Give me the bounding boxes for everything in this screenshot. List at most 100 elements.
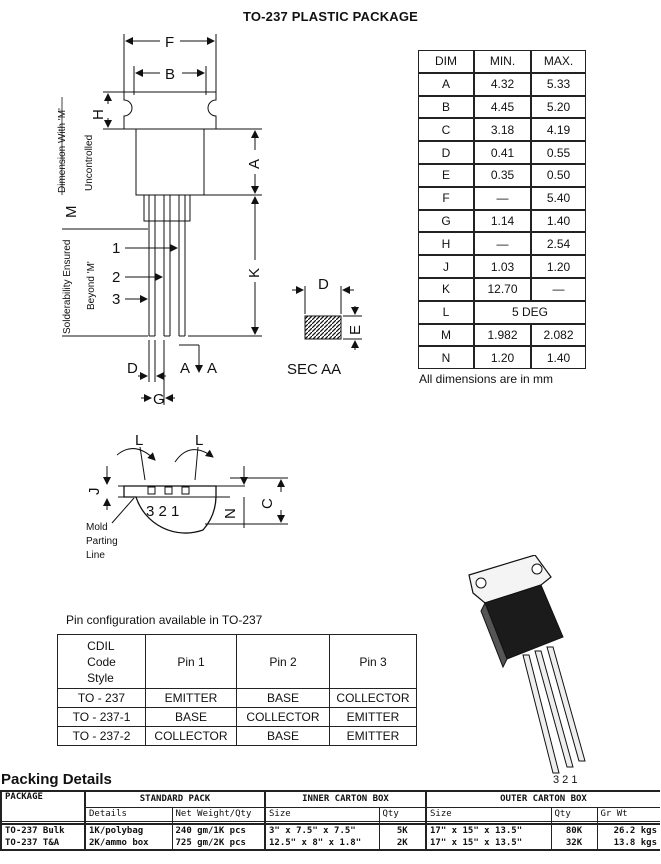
dimension-cell: 5.40 xyxy=(531,186,586,210)
label-g: G xyxy=(153,391,165,408)
dimension-cell: M xyxy=(418,323,474,347)
label-sec-aa: SEC AA xyxy=(287,361,341,378)
dimension-cell: N xyxy=(418,346,474,370)
dimension-cell: J xyxy=(418,255,474,278)
header-standard-pack: STANDARD PACK xyxy=(84,790,265,808)
dimension-cell: 0.41 xyxy=(474,141,531,164)
subheader-inner-qty: Qty xyxy=(378,807,426,822)
label-b: B xyxy=(165,66,175,83)
dimension-header-cell: MIN. xyxy=(474,50,531,73)
label-bottom-pins: 3 2 1 xyxy=(146,503,179,520)
dimension-cell: A xyxy=(418,72,474,96)
table-row: TO-237 Bulk 1K/polybag 240 gm/1K pcs 3" … xyxy=(0,824,660,837)
label-a: A xyxy=(246,159,263,169)
label-pin3: 3 xyxy=(112,291,120,308)
dimension-cell: 1.40 xyxy=(531,346,586,370)
subheader-details: Details xyxy=(84,807,172,822)
header-package: PACKAGE xyxy=(0,790,85,822)
table-row: TO - 237 EMITTER BASE COLLECTOR xyxy=(57,688,417,708)
dimension-cell: 4.45 xyxy=(474,95,531,119)
table-row: TO - 237-2 COLLECTOR BASE EMITTER xyxy=(57,726,417,746)
pin-header-code-style: CDIL Code Style xyxy=(57,634,146,689)
dimension-cell: D xyxy=(418,141,474,164)
dimension-cell: 2.54 xyxy=(531,232,586,256)
subheader-gr-wt: Gr Wt xyxy=(596,807,660,822)
note-beyond-m: Beyond 'M' xyxy=(86,261,97,310)
dimension-cell: — xyxy=(474,186,531,210)
table-row: TO - 237-1 BASE COLLECTOR EMITTER xyxy=(57,707,417,727)
dimension-cell: 4.19 xyxy=(531,118,586,142)
package-photo-illustration: 3 2 1 xyxy=(468,555,586,785)
note-solderability: Solderability Ensured xyxy=(62,240,73,335)
dimension-cell: H xyxy=(418,232,474,256)
dimension-cell: F xyxy=(418,186,474,210)
subheader-net-weight: Net Weight/Qty xyxy=(171,807,265,822)
dimension-cell: 4.32 xyxy=(474,72,531,96)
dimension-cell: 5.33 xyxy=(531,72,586,96)
note-line: Line xyxy=(86,550,105,561)
dimension-cell: B xyxy=(418,95,474,119)
subheader-inner-size: Size xyxy=(264,807,379,822)
dimension-cell: 1.20 xyxy=(474,346,531,370)
label-e: E xyxy=(347,325,364,335)
dimension-header-cell: DIM xyxy=(418,50,474,73)
label-pin2: 2 xyxy=(112,269,120,286)
pin-config-table: CDIL Code Style Pin 1 Pin 2 Pin 3 TO - 2… xyxy=(57,634,417,746)
dimension-cell: 0.50 xyxy=(531,163,586,187)
header-inner-carton: INNER CARTON BOX xyxy=(264,790,426,808)
label-f: F xyxy=(165,34,174,51)
packing-table: PACKAGE STANDARD PACK INNER CARTON BOX O… xyxy=(0,790,660,851)
label-k: K xyxy=(246,268,263,278)
page-title: TO-237 PLASTIC PACKAGE xyxy=(242,9,419,24)
note-parting: Parting xyxy=(86,536,118,547)
dimension-cell: C xyxy=(418,118,474,142)
table-row: TO-237 T&A 2K/ammo box 725 gm/2K pcs 12.… xyxy=(0,837,660,851)
header-outer-carton: OUTER CARTON BOX xyxy=(425,790,660,808)
dimension-cell: 5 DEG xyxy=(474,300,586,324)
label-sec-a1: A xyxy=(180,360,190,377)
package-outline-drawing: F B H A M K 1 2 3 A A D G D E SEC AA L L… xyxy=(57,34,364,561)
photo-pin-labels: 3 2 1 xyxy=(553,774,577,785)
dimension-cell: 2.082 xyxy=(531,323,586,347)
subheader-outer-qty: Qty xyxy=(550,807,597,822)
table-row: H—2.54 xyxy=(418,232,586,256)
dimension-cell: 0.55 xyxy=(531,141,586,164)
label-j: J xyxy=(86,488,103,496)
label-n: N xyxy=(222,508,239,519)
dimension-cell: 1.20 xyxy=(531,255,586,278)
dimension-cell: — xyxy=(474,232,531,256)
label-pin1: 1 xyxy=(112,240,120,257)
label-sec-d: D xyxy=(318,276,329,293)
dimension-cell: K xyxy=(418,277,474,301)
pin-header-pin1: Pin 1 xyxy=(145,634,237,689)
label-l-right: L xyxy=(195,432,203,449)
dimension-cell: G xyxy=(418,209,474,233)
label-m: M xyxy=(63,206,80,219)
dimension-cell: 12.70 xyxy=(474,277,531,301)
dimension-header-cell: MAX. xyxy=(531,50,586,73)
dimension-cell: E xyxy=(418,163,474,187)
pin-header-pin3: Pin 3 xyxy=(329,634,417,689)
note-mold: Mold xyxy=(86,522,108,533)
dimension-cell: 0.35 xyxy=(474,163,531,187)
dimension-cell: L xyxy=(418,300,474,324)
dimension-cell: 3.18 xyxy=(474,118,531,142)
note-uncontrolled: Uncontrolled xyxy=(84,135,95,191)
label-c: C xyxy=(259,498,276,509)
label-sec-a2: A xyxy=(207,360,217,377)
dimension-cell: 5.20 xyxy=(531,95,586,119)
dimension-cell: 1.982 xyxy=(474,323,531,347)
pin-config-caption: Pin configuration available in TO-237 xyxy=(66,613,263,627)
packing-details-title: Packing Details xyxy=(1,771,112,788)
